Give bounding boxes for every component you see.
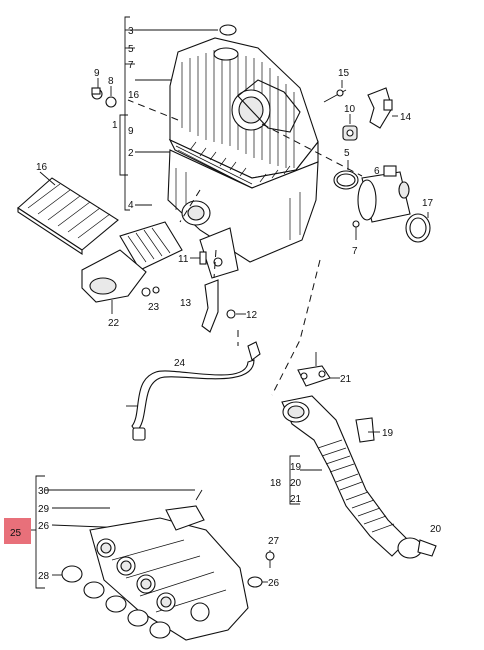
hose-clamp-17	[405, 212, 431, 243]
bracket-21	[297, 352, 340, 387]
callout-12: 12	[246, 310, 258, 321]
intake-manifold	[89, 489, 249, 641]
callout-20b: 20	[430, 524, 442, 535]
connection-lines	[127, 99, 363, 396]
callout-16: 16	[128, 90, 140, 101]
callout-1: 1	[112, 120, 118, 131]
callout-5b: 5	[344, 148, 350, 159]
callout-8: 8	[108, 76, 114, 87]
fasteners	[152, 251, 246, 319]
bracket-lines-18	[289, 455, 322, 505]
clip-parts-9-8	[91, 78, 117, 108]
callout-9: 9	[94, 68, 100, 79]
callout-15: 15	[338, 68, 350, 79]
callout-7: 7	[128, 60, 134, 71]
callout-18: 18	[270, 478, 282, 489]
callout-2: 2	[128, 148, 134, 159]
callout-16b: 16	[36, 162, 48, 173]
callout-27: 27	[268, 536, 280, 547]
sensor-14	[367, 87, 398, 129]
callout-30: 30	[38, 486, 50, 497]
mass-airflow-sensor	[357, 165, 411, 223]
intake-duct	[81, 221, 183, 314]
callout-3: 3	[128, 26, 134, 37]
callout-26b: 26	[268, 578, 280, 589]
seal-ring-6	[333, 160, 359, 190]
callout-labels: 3 5 7 9 8 16 1 9 2 4 15 10 14 5 6 17 7 1…	[10, 26, 442, 589]
callout-23: 23	[148, 302, 160, 313]
callout-26: 26	[38, 521, 50, 532]
callout-24: 24	[174, 358, 186, 369]
callout-5: 5	[128, 44, 134, 55]
callout-14: 14	[400, 112, 412, 123]
callout-29: 29	[38, 504, 50, 515]
callout-10: 10	[344, 104, 356, 115]
pre-filter	[17, 171, 119, 256]
callout-19: 19	[382, 428, 394, 439]
callout-7b: 7	[352, 246, 358, 257]
charge-air-hose	[281, 395, 437, 559]
callout-22: 22	[108, 318, 120, 329]
grommet-10	[342, 114, 358, 141]
callout-21b: 21	[290, 494, 302, 505]
callout-21: 21	[340, 374, 352, 385]
callout-4: 4	[128, 200, 134, 211]
callout-20: 20	[290, 478, 302, 489]
manifold-gaskets	[61, 565, 171, 639]
bolt-15	[323, 80, 347, 103]
vent-hose	[126, 341, 261, 441]
callout-6: 6	[374, 166, 380, 177]
callout-25: 25	[10, 528, 22, 539]
callout-17: 17	[422, 198, 434, 209]
bracket-airbox	[119, 16, 218, 211]
callout-19b: 19	[290, 462, 302, 473]
air-filter-housing	[167, 24, 319, 333]
bolt-27-seal-26	[247, 550, 275, 588]
callout-28: 28	[38, 571, 50, 582]
highlight-box	[4, 518, 31, 544]
callout-13: 13	[180, 298, 192, 309]
callout-9b: 9	[128, 126, 134, 137]
callout-11: 11	[178, 254, 189, 265]
screw-7	[352, 220, 360, 240]
